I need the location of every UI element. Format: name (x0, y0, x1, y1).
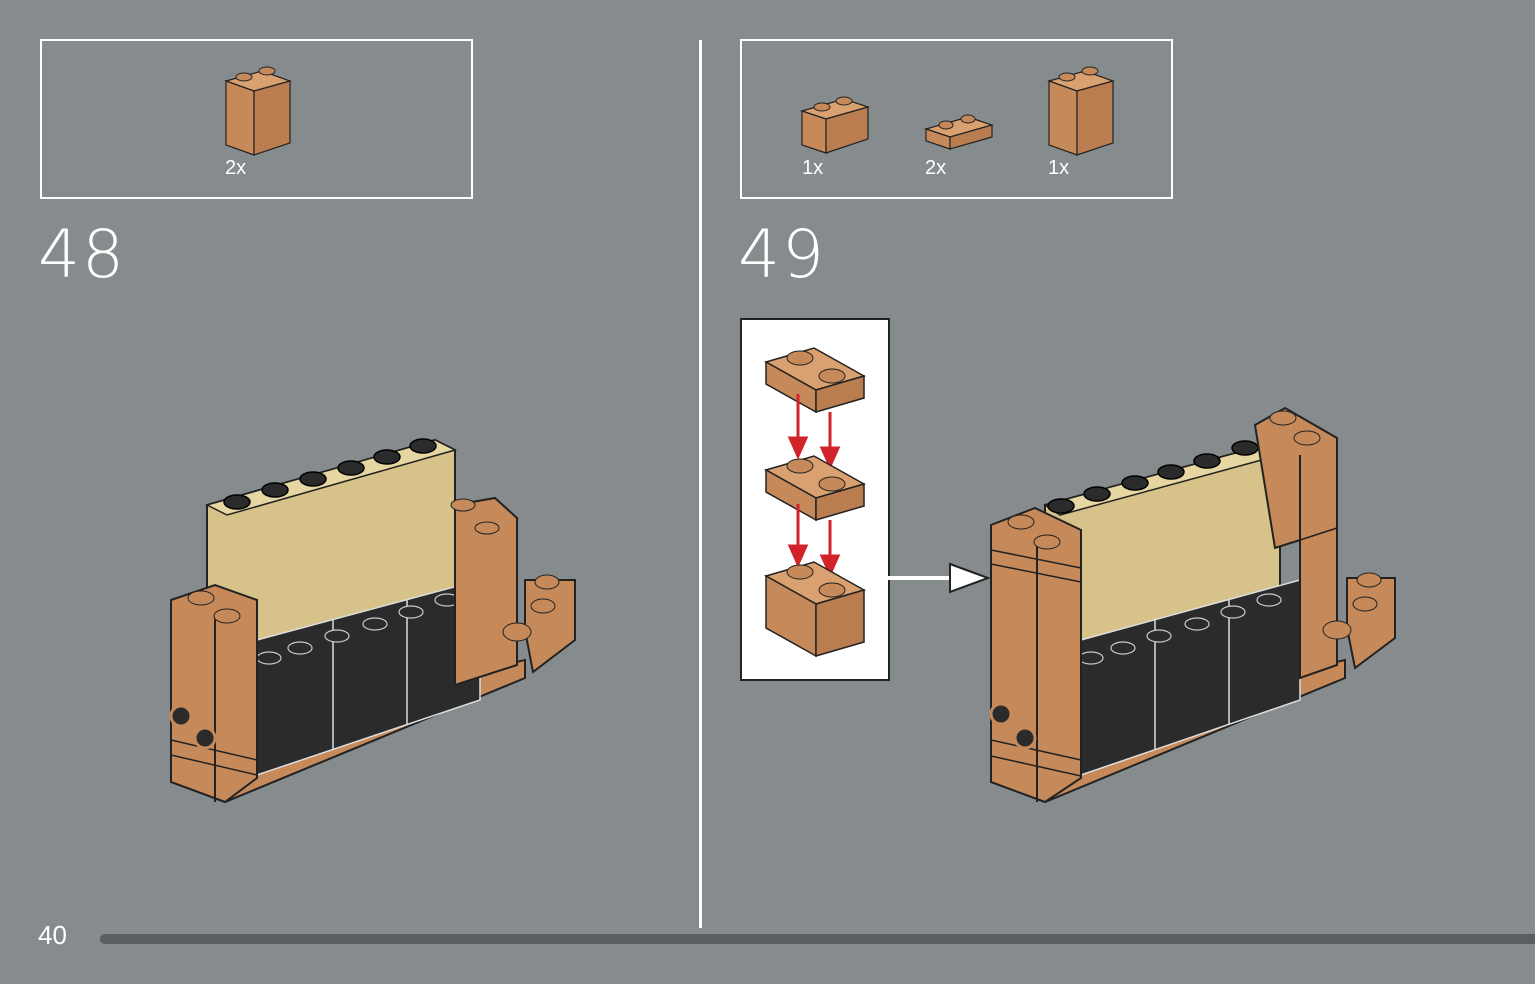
parts-box-step-49: 1x 2x 1x (740, 39, 1173, 199)
part-qty: 1x (802, 157, 824, 179)
sub-assembly-illustration (764, 347, 866, 658)
page-divider (699, 40, 702, 928)
page-number: 40 (38, 920, 67, 950)
brick-1x2x2-brown-icon (224, 66, 292, 156)
step-48-model-illustration (169, 438, 576, 804)
part-qty: 2x (925, 157, 947, 179)
step-49-model-illustration (989, 406, 1396, 804)
part-qty: 2x (225, 157, 247, 179)
part-qty: 1x (1048, 157, 1070, 179)
progress-bar-fill (100, 934, 1535, 944)
step-number-48: 48 (38, 216, 126, 293)
arrow-right-icon (888, 562, 991, 594)
brick-1x2x2-brown-icon (1047, 66, 1115, 156)
brick-1x2-brown-icon (799, 96, 871, 154)
sub-assembly-callout (740, 318, 890, 681)
plate-1x2-brown-icon (923, 114, 995, 150)
parts-box-step-48: 2x (40, 39, 473, 199)
progress-bar (100, 934, 1535, 944)
step-number-49: 49 (738, 216, 826, 293)
